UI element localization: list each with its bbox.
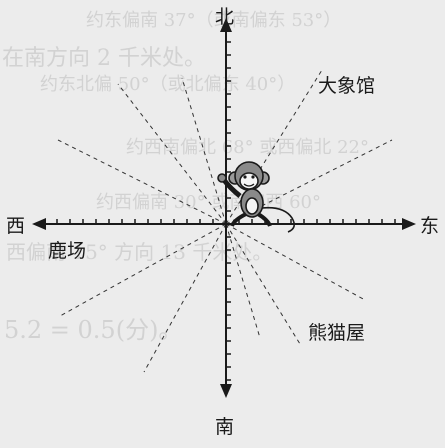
east-arrowhead bbox=[402, 218, 416, 230]
monkey-leg bbox=[230, 212, 272, 227]
label-south: 南 bbox=[215, 416, 235, 438]
dashed-ray-ese bbox=[225, 223, 366, 301]
dashed-ray-nnw bbox=[181, 77, 227, 225]
label-elephant-house: 大象馆 bbox=[318, 75, 376, 97]
background-text-1: 约东偏南 37°（或南偏东 53°） bbox=[86, 10, 342, 31]
dashed-rays bbox=[57, 69, 393, 373]
dashed-ray-s bbox=[225, 223, 261, 339]
background-text-7: 5.2 = 0.5(分)。 bbox=[4, 316, 183, 344]
west-arrowhead bbox=[32, 218, 46, 230]
south-arrowhead bbox=[220, 384, 232, 398]
monkey-icon bbox=[217, 161, 296, 233]
dashed-ray-sse bbox=[225, 223, 301, 345]
background-text-3: 约东北偏 50°（或北偏东 40°） bbox=[40, 74, 296, 95]
monkey-belly bbox=[245, 197, 259, 215]
background-text-6: 西偏南 15° 方向 13 千米处。 bbox=[6, 240, 273, 264]
dashed-ray-wnw bbox=[57, 139, 227, 225]
monkey-hand bbox=[217, 173, 227, 183]
label-west: 西 bbox=[6, 215, 26, 237]
background-text-4: 约西南偏北 68° 或西偏北 22° bbox=[126, 137, 369, 158]
north-arrowhead bbox=[220, 18, 232, 32]
axes bbox=[38, 26, 408, 390]
dashed-ray-nne bbox=[225, 69, 323, 225]
monkey-mouth bbox=[243, 183, 255, 187]
monkey-eye-left bbox=[243, 175, 247, 179]
dashed-ray-ene bbox=[225, 139, 393, 225]
arrowheads bbox=[32, 18, 416, 398]
label-north: 北 bbox=[215, 6, 235, 28]
dashed-ray-nw bbox=[117, 83, 227, 225]
monkey-tail bbox=[261, 206, 296, 233]
background-text-2: 在南方向 2 千米处。 bbox=[2, 46, 206, 71]
label-east: 东 bbox=[420, 215, 440, 237]
label-deer-park: 鹿场 bbox=[48, 240, 87, 262]
monkey-eye-right bbox=[251, 175, 255, 179]
label-panda-house: 熊猫屋 bbox=[308, 322, 366, 344]
dashed-ray-ssw bbox=[143, 223, 227, 373]
